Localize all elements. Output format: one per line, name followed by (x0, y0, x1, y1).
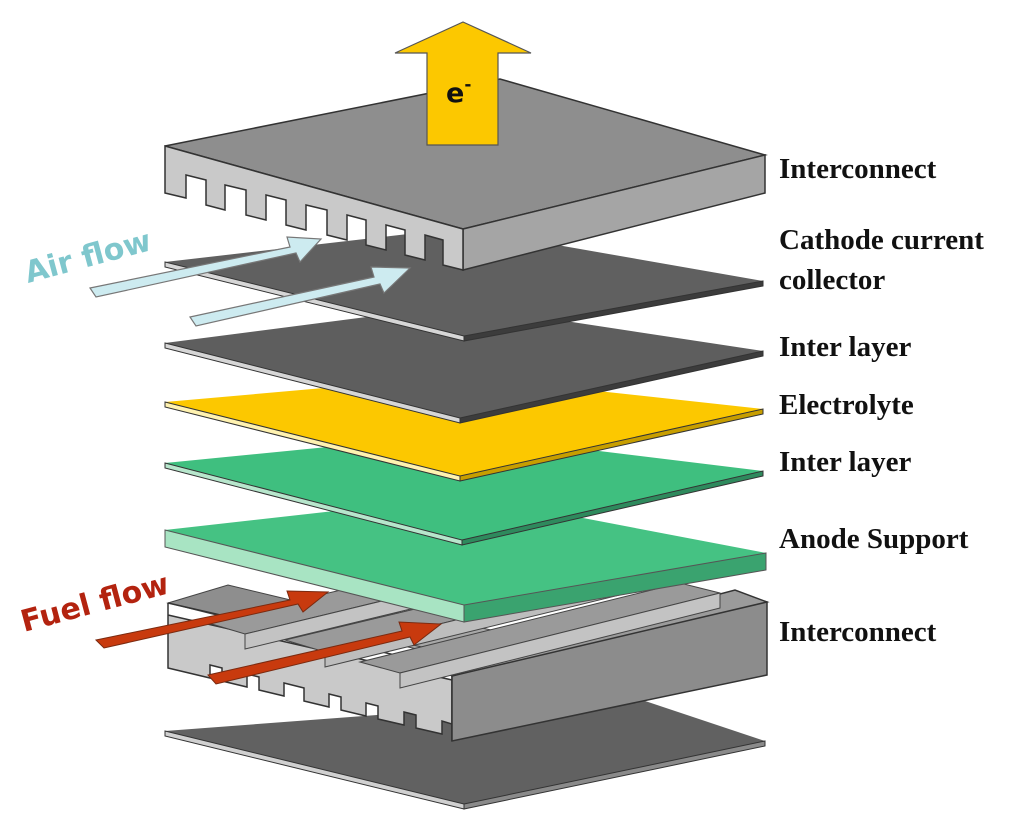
label-cathode-line2: collector (779, 264, 885, 296)
fuel-flow-arrows (94, 590, 443, 685)
fuel-flow-arrow-2 (207, 621, 443, 685)
electron-arrow: e- (394, 21, 532, 146)
label-cathode-line1: Cathode current (779, 224, 984, 256)
label-inter-layer-bottom: Inter layer (779, 446, 911, 478)
label-interconnect-bottom: Interconnect (779, 616, 937, 648)
air-flow-arrow-2 (189, 266, 412, 327)
inter-layer-bottom (164, 434, 764, 546)
air-flow-arrows (89, 236, 412, 327)
fuel-flow-arrow-1 (94, 590, 330, 649)
bottom-plate (164, 696, 766, 810)
label-electrolyte: Electrolyte (779, 389, 914, 421)
label-interconnect-top: Interconnect (779, 153, 937, 185)
electron-symbol: e (446, 78, 464, 109)
cathode-current-collector (164, 228, 764, 342)
anode-support-layer (164, 496, 767, 623)
inter-layer-top (164, 305, 764, 424)
electrolyte-layer (164, 376, 764, 482)
electron-charge: - (464, 75, 471, 95)
top-interconnect (164, 78, 768, 271)
electron-label: e- (446, 75, 471, 109)
air-flow-arrow-1 (89, 236, 323, 298)
label-inter-layer-top: Inter layer (779, 331, 911, 363)
label-anode-support: Anode Support (779, 523, 969, 555)
